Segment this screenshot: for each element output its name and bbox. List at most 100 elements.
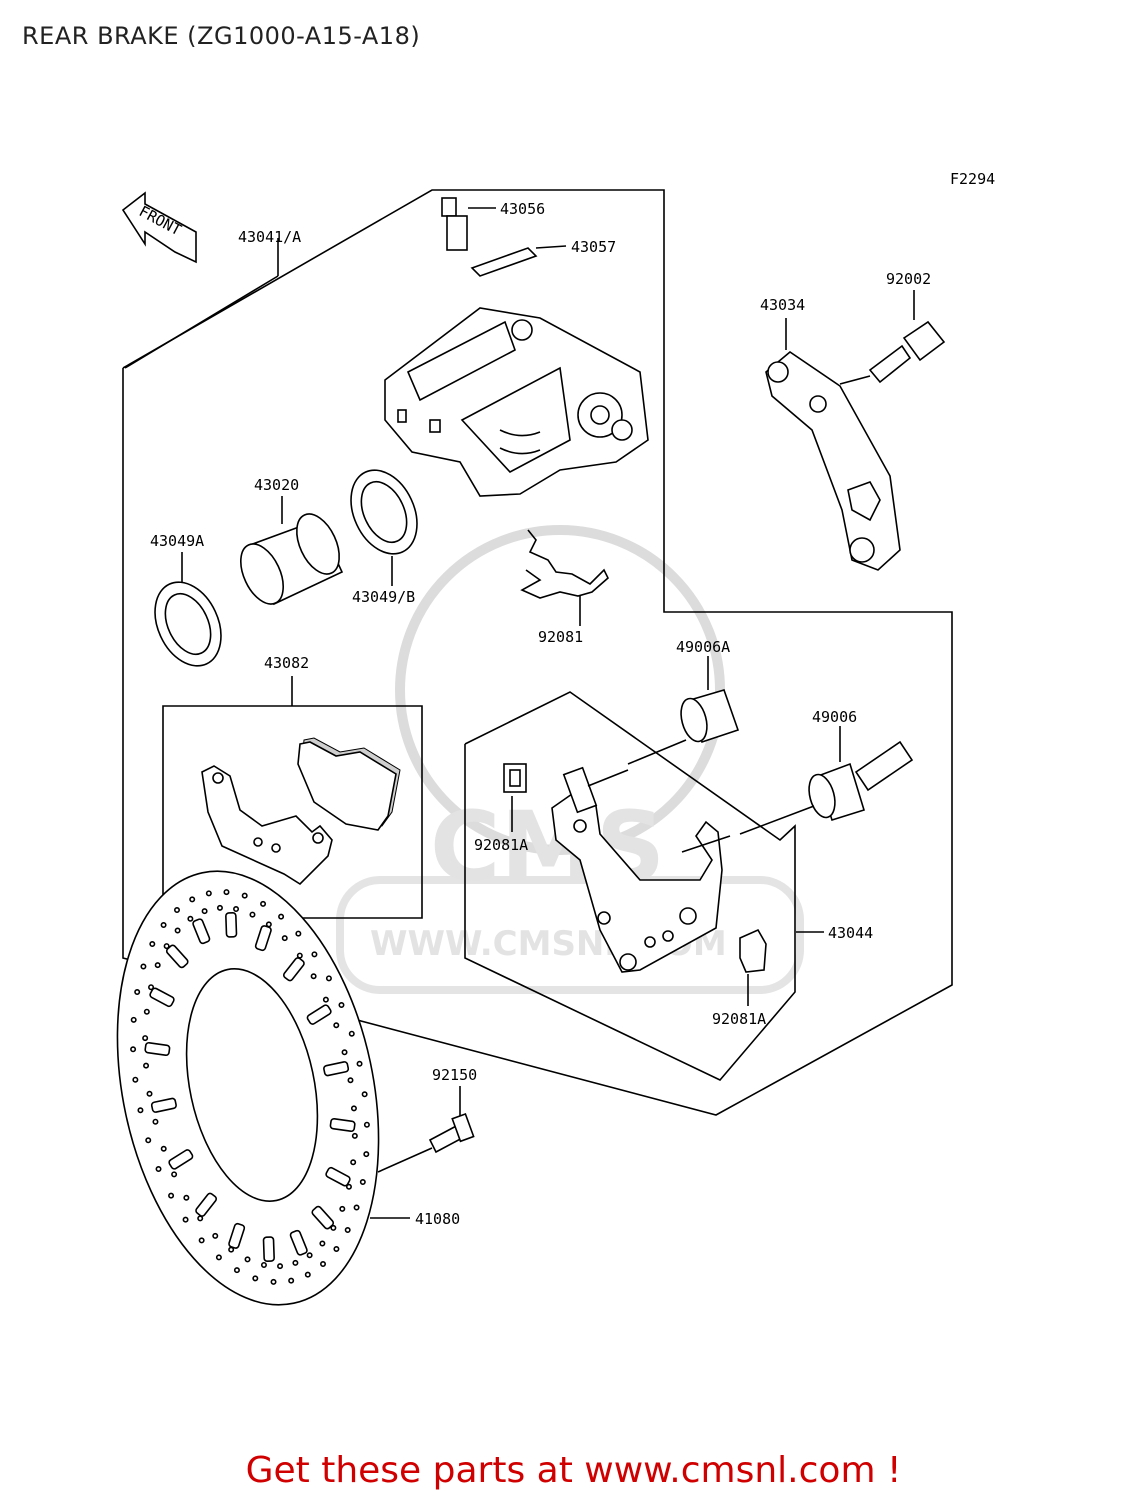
disc-hole [292, 1259, 299, 1266]
disc-hole [348, 1030, 355, 1037]
disc-hole [168, 1192, 175, 1199]
disc-hole [350, 1159, 357, 1166]
piston-seal-b [350, 469, 418, 586]
disc-hole [148, 984, 155, 991]
disc-hole [241, 892, 248, 899]
disc-hole [197, 1215, 204, 1222]
disc-hole [306, 1252, 313, 1259]
brake-pads [201, 676, 401, 886]
caliper-piston [240, 496, 344, 606]
label-43049a: 43049A [150, 532, 204, 550]
disc-hole [140, 963, 147, 970]
disc-hole [339, 1205, 346, 1212]
pad-clip-right [739, 928, 767, 1006]
disc-hole [338, 1002, 345, 1009]
disc-hole [130, 1016, 137, 1023]
disc-slot [168, 1149, 194, 1170]
disc-hole [320, 1260, 327, 1267]
disc-hole [351, 1132, 358, 1139]
disc-hole [249, 911, 256, 918]
disc-hole [143, 1062, 150, 1069]
disc-hole [333, 1022, 340, 1029]
disc-hole [363, 1121, 370, 1128]
disc-slot [150, 1097, 177, 1113]
disc-hole [134, 989, 141, 996]
disc-hole [215, 1254, 222, 1261]
disc-hole [270, 1278, 277, 1285]
disc-hole [163, 943, 170, 950]
disc-slot [323, 1061, 350, 1077]
disc-hole [228, 1246, 235, 1253]
disc-slot [149, 987, 175, 1008]
disc-hole [260, 900, 267, 907]
disc-hole [341, 1049, 348, 1056]
label-43041a: 43041/A [238, 228, 301, 246]
disc-slot [325, 1166, 351, 1187]
disc-hole [322, 996, 329, 1003]
label-43057: 43057 [571, 238, 616, 256]
disc-hole [260, 1261, 267, 1268]
disc-hole [363, 1151, 370, 1158]
disc-slot [282, 957, 305, 982]
disc-hole [160, 922, 167, 929]
disc-hole [205, 890, 212, 897]
call-to-action-text[interactable]: Get these parts at www.cmsnl.com ! [245, 1450, 902, 1491]
disc-hole [265, 921, 272, 928]
disc-hole [160, 1145, 167, 1152]
page-title: REAR BRAKE (ZG1000-A15-A18) [22, 22, 421, 50]
disc-hole [333, 1245, 340, 1252]
disc-hole [187, 915, 194, 922]
disc-slot [262, 1236, 275, 1262]
disc-hole [244, 1256, 251, 1263]
disc-hole [149, 941, 156, 948]
disc-hole [233, 1267, 240, 1274]
pad-spring [520, 529, 609, 626]
disc-slot [289, 1229, 308, 1256]
dust-boot-a [627, 656, 740, 765]
disc-hole [146, 1090, 153, 1097]
disc-slots [144, 912, 356, 1262]
disc-hole [143, 1008, 150, 1015]
disc-slot [329, 1117, 356, 1133]
disc-hole [223, 889, 230, 896]
disc-hole [132, 1076, 139, 1083]
figure-code: F2294 [950, 170, 995, 188]
disc-hole [198, 1237, 205, 1244]
disc-hole [304, 1271, 311, 1278]
label-43020: 43020 [254, 476, 299, 494]
label-43044: 43044 [828, 924, 873, 942]
label-49006a: 49006A [676, 638, 730, 656]
label-92002: 92002 [886, 270, 931, 288]
disc-hole [171, 1171, 178, 1178]
holder-bolt [839, 290, 946, 385]
disc-hole [325, 975, 332, 982]
disc-hole [137, 1107, 144, 1114]
dust-boot-sleeve [739, 726, 914, 835]
label-43049b: 43049/B [352, 588, 415, 606]
caliper-holder-bracket [765, 318, 901, 571]
disc-hole [281, 935, 288, 942]
bleeder-cap [470, 245, 567, 277]
disc-hole [311, 951, 318, 958]
pad-clip-left [503, 763, 527, 832]
label-92081a-right: 92081A [712, 1010, 766, 1028]
caliper-bracket [551, 766, 824, 973]
disc-hole [345, 1183, 352, 1190]
label-41080: 41080 [415, 1210, 460, 1228]
label-92081: 92081 [538, 628, 583, 646]
disc-hole [155, 1165, 162, 1172]
label-43082: 43082 [264, 654, 309, 672]
disc-hole [233, 906, 240, 913]
disc-hole [330, 1224, 337, 1231]
disc-hole [361, 1091, 368, 1098]
disc-slot [306, 1004, 332, 1025]
disc-hole [288, 1277, 295, 1284]
label-43034: 43034 [760, 296, 805, 314]
disc-bolt [377, 1086, 475, 1173]
disc-slot [225, 912, 238, 938]
caliper-body [124, 238, 649, 497]
disc-hole [142, 1035, 149, 1042]
disc-hole [278, 913, 285, 920]
front-arrow-icon: FRONT [121, 191, 197, 264]
disc-hole [344, 1226, 351, 1233]
